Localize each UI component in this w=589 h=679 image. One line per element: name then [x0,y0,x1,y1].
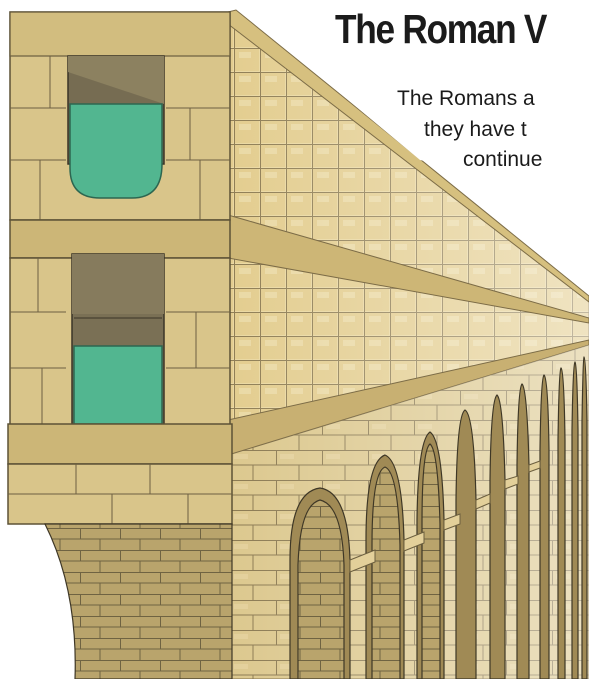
intro-line-3: continue [463,148,542,172]
page-title: The Roman V [335,6,546,53]
upper-water [70,104,162,198]
intro-line-2: they have t [424,118,527,142]
cross-section [8,12,232,679]
lower-water [74,346,162,424]
intro-line-1: The Romans a [397,87,535,111]
